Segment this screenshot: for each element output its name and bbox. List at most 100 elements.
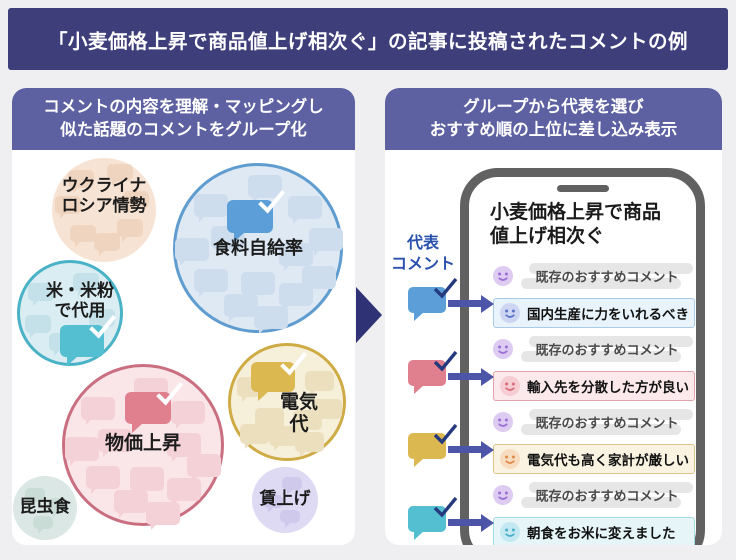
page-title-text: 「小麦価格上昇で商品値上げ相次ぐ」の記事に投稿されたコメントの例 xyxy=(47,30,688,53)
bubble-tail-icon xyxy=(258,391,269,401)
placeholder-bar xyxy=(529,409,693,420)
smiley-face-icon xyxy=(500,302,520,323)
bubble-tail-icon xyxy=(234,232,245,242)
bubble-tail-icon xyxy=(414,457,424,467)
decor-bubble-tail-icon xyxy=(32,299,39,306)
decor-comment-bubble xyxy=(194,193,229,223)
decor-comment-bubble xyxy=(166,433,201,462)
decor-comment-bubble xyxy=(186,453,221,482)
decor-bubble-tail-icon xyxy=(229,316,235,323)
placeholder-bars: 既存のおすすめコメント xyxy=(519,261,695,291)
decor-bubble-tail-icon xyxy=(90,487,97,494)
decor-bubble-tail-icon xyxy=(317,418,324,425)
decor-bubble-tail-icon xyxy=(216,248,223,255)
smiley-face-icon xyxy=(500,375,520,396)
bubble-tail-icon xyxy=(414,530,424,540)
bubble-tail-icon xyxy=(414,384,424,394)
comment-bubble-icon xyxy=(227,189,286,242)
decor-bubble-tail-icon xyxy=(30,500,37,507)
placeholder-bar xyxy=(529,336,693,347)
insert-arrow xyxy=(448,446,482,453)
existing-comment-text: 既存のおすすめコメント xyxy=(535,342,679,358)
decor-bubble-tail-icon xyxy=(52,510,59,517)
feed-row-inserted-blue: 国内生産に力をいれるべき xyxy=(493,297,695,328)
decor-comment-bubble xyxy=(239,424,270,450)
smiley-face-icon xyxy=(493,485,513,505)
decor-bubble-tail-icon xyxy=(297,428,304,435)
decor-bubble-tail-icon xyxy=(268,507,275,514)
comment-bubble-icon xyxy=(125,381,184,433)
decor-bubble-tail-icon xyxy=(151,524,158,531)
decor-comment-bubble xyxy=(294,432,325,458)
placeholder-bar xyxy=(521,424,681,435)
decor-comment-bubble xyxy=(146,502,181,531)
check-icon xyxy=(433,277,458,299)
decor-bubble-tail-icon xyxy=(258,328,265,335)
group-label: 米・米粉 で代用 xyxy=(46,281,114,321)
insert-arrow-head-icon xyxy=(481,440,494,459)
decor-comment-bubble xyxy=(33,515,54,535)
group-label: 賃上げ xyxy=(259,489,311,508)
decor-comment-bubble xyxy=(224,294,258,323)
bubble-tail-icon xyxy=(414,311,424,321)
inserted-comment-text: 電気代も高く家計が厳しい xyxy=(527,452,689,468)
decor-bubble-tail-icon xyxy=(274,445,281,452)
decor-comment-bubble xyxy=(279,243,314,272)
decor-bubble-tail-icon xyxy=(53,350,60,357)
decor-bubble-tail-icon xyxy=(309,390,316,397)
check-icon xyxy=(433,350,458,372)
decor-bubble-tail-icon xyxy=(199,216,206,223)
insert-arrow xyxy=(448,373,482,380)
decor-bubble-tail-icon xyxy=(75,241,82,248)
decor-bubble-tail-icon xyxy=(118,512,125,519)
decor-comment-bubble xyxy=(97,429,132,458)
decor-bubble-tail-icon xyxy=(299,451,306,458)
decor-comment-bubble xyxy=(70,224,97,248)
existing-comment-text: 既存のおすすめコメント xyxy=(535,415,679,431)
placeholder-bar xyxy=(529,482,693,493)
placeholder-bar xyxy=(529,263,693,274)
group-label: 食料自給率 xyxy=(213,238,303,258)
smiley-face-icon xyxy=(493,266,513,286)
decor-comment-bubble xyxy=(253,306,288,335)
representative-comment-label: 代表 コメント xyxy=(390,235,455,273)
decor-bubble-tail-icon xyxy=(102,451,109,458)
decor-bubble-tail-icon xyxy=(199,290,206,297)
decor-comment-bubble xyxy=(47,498,68,517)
group-label: 物価上昇 xyxy=(104,433,182,454)
decor-bubble-tail-icon xyxy=(38,528,45,535)
decor-bubble-tail-icon xyxy=(128,207,135,214)
comment-bubble-icon xyxy=(60,314,117,366)
recommendation-panel: グループから代表を選び おすすめ順の上位に差し込み表示 代表 コメント 小麦価格… xyxy=(385,88,722,545)
group-label: ウクライナ ロシア情勢 xyxy=(61,176,147,216)
decor-bubble-tail-icon xyxy=(241,396,248,403)
decor-comment-bubble xyxy=(85,465,120,494)
decor-bubble-tail-icon xyxy=(111,180,118,187)
decor-bubble-tail-icon xyxy=(286,489,293,496)
inserted-comment-text: 国内生産に力をいれるべき xyxy=(527,306,689,322)
decor-comment-bubble xyxy=(263,494,284,514)
article-title: 小麦価格上昇で商品 値上げ相次ぐ xyxy=(490,202,662,247)
decor-comment-bubble xyxy=(269,426,299,452)
feed-row-existing: 既存のおすすめコメント xyxy=(493,480,695,510)
comment-bubble-icon xyxy=(251,351,308,401)
decor-comment-bubble xyxy=(174,238,209,267)
representative-comment-bubble-icon xyxy=(408,350,458,394)
bubble-tail-icon xyxy=(132,423,143,433)
feed-row-inserted-yellow: 電気代も高く家計が厳しい xyxy=(493,443,695,474)
representative-comment-bubble-icon xyxy=(408,423,458,467)
phone-frame: 小麦価格上昇で商品 値上げ相次ぐ 既存のおすすめコメント国内生産に力をいれるべき… xyxy=(460,168,705,545)
decor-comment-bubble xyxy=(93,233,120,257)
decor-comment-bubble xyxy=(113,490,148,519)
smiley-face-icon xyxy=(493,412,513,432)
decor-comment-bubble xyxy=(106,163,133,187)
decor-comment-bubble xyxy=(67,169,94,193)
decor-bubble-tail-icon xyxy=(244,443,251,450)
decor-bubble-tail-icon xyxy=(284,265,291,272)
representative-comment-bubble-icon xyxy=(408,496,458,540)
decor-comment-bubble xyxy=(54,195,81,219)
decor-comment-bubble xyxy=(130,467,165,496)
feed-row-existing: 既存のおすすめコメント xyxy=(493,261,695,291)
feed-row-existing: 既存のおすすめコメント xyxy=(493,334,695,364)
